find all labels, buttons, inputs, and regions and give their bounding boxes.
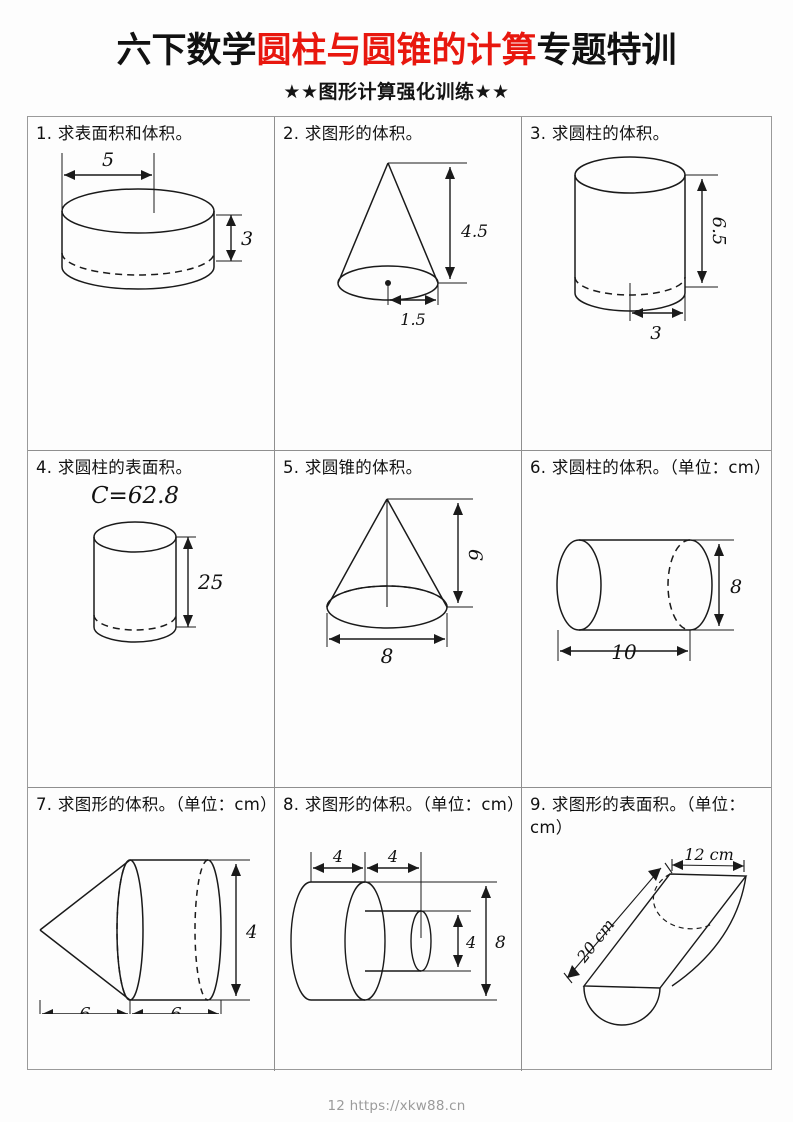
- watermark-text: 12 https://xkw88.cn: [327, 1098, 466, 1114]
- figure-5: 6 8: [275, 477, 521, 677]
- figure-8: 4 4 4 8: [275, 838, 521, 1018]
- problem-cell-7: 7. 求图形的体积。（单位：cm）: [28, 788, 275, 1071]
- figure-7: 4 6 6: [28, 844, 274, 1014]
- problem-prompt-6: 6. 求圆柱的体积。（单位：cm）: [530, 458, 771, 477]
- figure-9: 20 cm 12 cm: [522, 836, 771, 1026]
- label-diameter-5: 8: [381, 644, 394, 668]
- problem-cell-8: 8. 求图形的体积。（单位：cm）: [275, 788, 522, 1071]
- problem-cell-4: 4. 求圆柱的表面积。 C=62.8: [28, 451, 275, 788]
- title-prefix: 六下数学: [116, 31, 257, 71]
- problem-cell-2: 2. 求图形的体积。: [275, 117, 522, 451]
- problem-grid: 1. 求表面积和体积。: [27, 116, 772, 1071]
- problem-prompt-1: 1. 求表面积和体积。: [36, 124, 193, 143]
- problem-cell-3: 3. 求圆柱的体积。: [522, 117, 771, 451]
- label-height-4: 25: [197, 570, 223, 594]
- problem-cell-9: 9. 求图形的表面积。（单位：cm）: [522, 788, 771, 1071]
- label-small-diameter-8: 4: [465, 933, 476, 952]
- label-radius-2: 1.5: [400, 310, 425, 329]
- label-diameter-7: 4: [245, 922, 257, 943]
- problem-prompt-5: 5. 求圆锥的体积。: [283, 458, 423, 477]
- label-height-3: 6.5: [708, 217, 729, 246]
- title-highlight: 圆柱与圆锥的计算: [256, 31, 537, 71]
- label-cylinder-length-7: 6: [170, 1004, 181, 1014]
- figure-3: 6.5 3: [522, 143, 771, 353]
- label-big-diameter-8: 8: [495, 933, 506, 953]
- problem-prompt-4: 4. 求圆柱的表面积。: [36, 458, 193, 477]
- label-length-6: 10: [611, 640, 637, 664]
- page-subtitle: ★★图形计算强化训练★★: [283, 81, 510, 103]
- problem-prompt-7: 7. 求图形的体积。（单位：cm）: [36, 795, 275, 814]
- label-small-length-8: 4: [387, 847, 398, 866]
- label-height-1: 3: [241, 228, 253, 250]
- problem-prompt-9: 9. 求图形的表面积。（单位：cm）: [530, 795, 746, 837]
- label-radius-1: 5: [102, 149, 114, 171]
- problem-prompt-8: 8. 求图形的体积。（单位：cm）: [283, 795, 522, 814]
- page-title: 六下数学圆柱与圆锥的计算专题特训: [0, 22, 793, 73]
- label-circumference-4: C=62.8: [91, 483, 179, 509]
- title-suffix: 专题特训: [536, 31, 677, 71]
- label-length-9: 20 cm: [572, 915, 618, 967]
- problem-prompt-2: 2. 求图形的体积。: [283, 124, 423, 143]
- problem-prompt-3: 3. 求圆柱的体积。: [530, 124, 670, 143]
- label-cone-length-7: 6: [79, 1004, 90, 1014]
- label-diameter-6: 8: [730, 576, 742, 598]
- figure-4: C=62.8 25: [28, 475, 274, 675]
- label-big-length-8: 4: [332, 847, 343, 866]
- figure-1: 5 3: [28, 143, 274, 343]
- problem-cell-6: 6. 求圆柱的体积。（单位：cm）: [522, 451, 771, 788]
- figure-6: 8 10: [522, 523, 771, 683]
- problem-cell-5: 5. 求圆锥的体积。: [275, 451, 522, 788]
- problem-cell-1: 1. 求表面积和体积。: [28, 117, 275, 451]
- label-width-9: 12 cm: [684, 845, 734, 864]
- label-height-5: 6: [464, 549, 486, 561]
- label-radius-3: 3: [650, 323, 661, 344]
- label-height-2: 4.5: [460, 222, 488, 242]
- figure-2: 4.5 1.5: [275, 143, 521, 353]
